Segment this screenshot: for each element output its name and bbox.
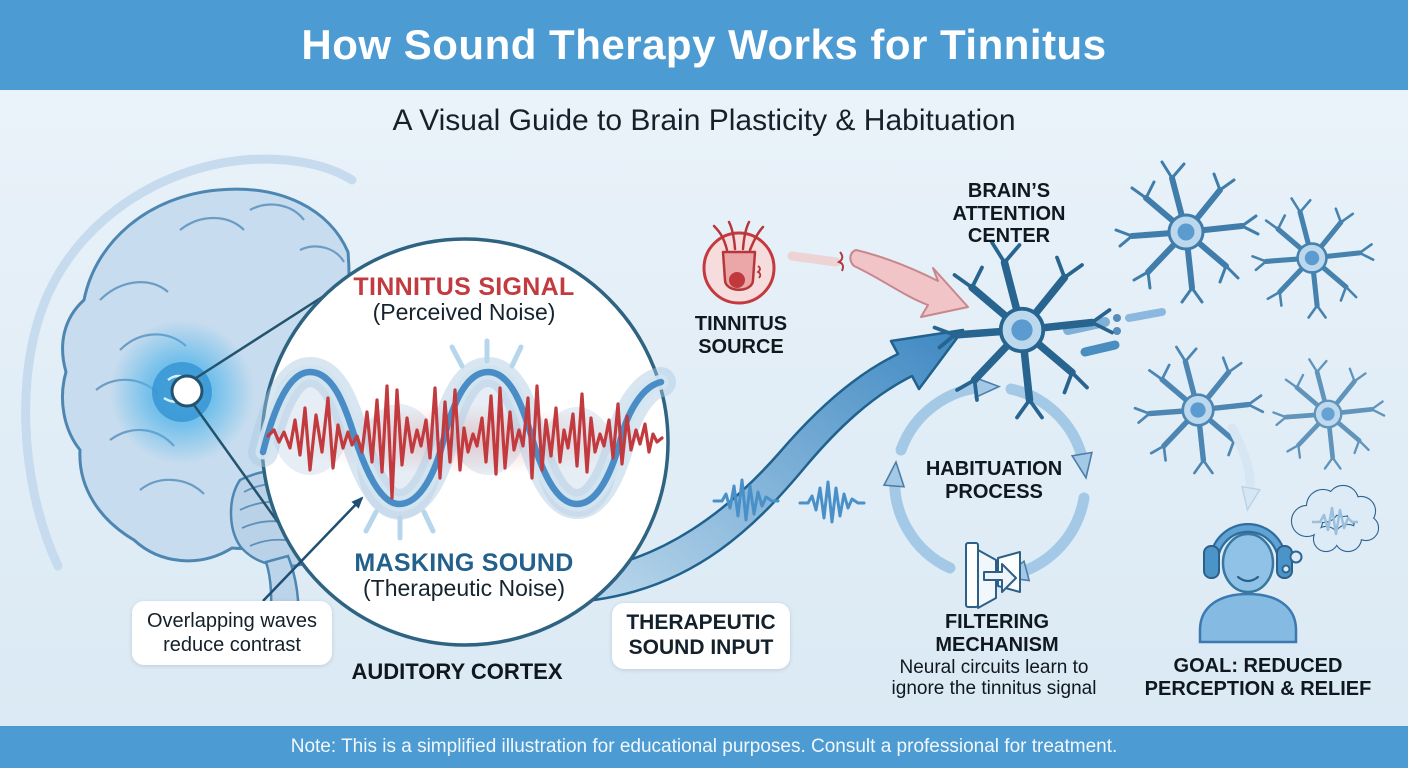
tinnitus-wave	[266, 384, 664, 500]
skull-outline	[21, 154, 357, 571]
title-banner: How Sound Therapy Works for Tinnitus	[0, 0, 1408, 90]
disclaimer-banner: Note: This is a simplified illustration …	[0, 726, 1408, 768]
sound-wave-icon	[712, 478, 866, 524]
synapse-connectors	[1063, 308, 1166, 357]
relief-arrow	[1227, 423, 1261, 512]
filtering-caption: Neural circuits learn to ignore the tinn…	[891, 657, 1097, 700]
page-title: How Sound Therapy Works for Tinnitus	[301, 21, 1107, 68]
headphone-earcup-left	[1203, 545, 1220, 579]
filtering-label: FILTERING MECHANISM	[935, 611, 1059, 656]
zoom-origin-circle	[170, 374, 204, 408]
person-head	[1221, 532, 1275, 594]
person-smile	[1236, 575, 1260, 583]
masking-sound-sublabel: (Therapeutic Noise)	[363, 575, 565, 601]
person-headphones-icon	[1198, 523, 1298, 644]
hair-cell-icon	[712, 220, 765, 291]
zoom-connector	[170, 290, 331, 589]
thought-bubble-icon	[1281, 484, 1380, 574]
sound-rays-icon	[363, 338, 524, 541]
disclaimer-note: Note: This is a simplified illustration …	[290, 736, 1118, 757]
masking-sound-label: MASKING SOUND	[354, 549, 574, 577]
filter-icon	[965, 542, 1021, 609]
magnifier-circle	[248, 237, 676, 647]
tinnitus-signal-label: TINNITUS SIGNAL	[353, 273, 575, 301]
person-body	[1198, 592, 1298, 644]
annotation-arrow	[262, 496, 364, 602]
page-subtitle: A Visual Guide to Brain Plasticity & Hab…	[392, 104, 1016, 137]
faded-waveform	[1312, 506, 1358, 536]
habituation-label: HABITUATION PROCESS	[925, 458, 1063, 503]
auditory-cortex-label: AUDITORY CORTEX	[351, 659, 563, 684]
therapeutic-input-box: THERAPEUTIC SOUND INPUT	[612, 603, 790, 669]
goal-label: GOAL: REDUCED PERCEPTION & RELIEF	[1144, 655, 1372, 700]
overlap-annotation-box: Overlapping waves reduce contrast	[132, 601, 332, 665]
habituation-cycle-icon	[882, 376, 1093, 582]
tinnitus-source-icon	[702, 220, 776, 305]
tinnitus-signal-sublabel: (Perceived Noise)	[372, 299, 556, 325]
tinnitus-pathway-arrow	[787, 249, 969, 318]
attention-center-label: BRAIN’S ATTENTION CENTER	[952, 180, 1066, 248]
tinnitus-source-label: TINNITUS SOURCE	[694, 313, 788, 358]
neuron-cluster	[935, 162, 1385, 473]
signal-break-mark	[836, 251, 844, 272]
